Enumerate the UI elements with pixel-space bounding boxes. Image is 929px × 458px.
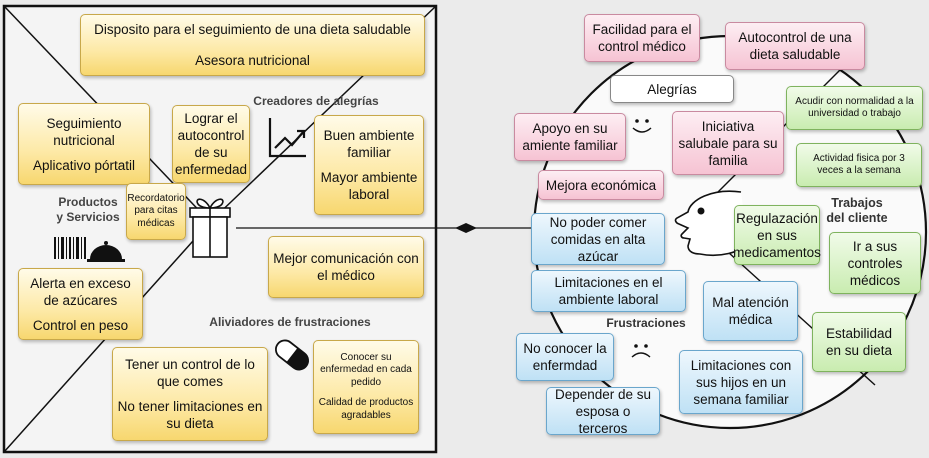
note-environment: Buen ambiente familiar Mayor ambiente la… xyxy=(314,115,424,215)
barcode-icon xyxy=(54,237,86,259)
note-tracking-line2: Aplicativo pórtatil xyxy=(32,157,136,173)
note-device-line1: Disposito para el seguimiento de una die… xyxy=(94,22,411,37)
sad-icon xyxy=(631,344,651,358)
note-tracking-line1: Seguimiento nutricional xyxy=(46,115,122,148)
note-sugar-line2: Control en peso xyxy=(32,317,129,333)
note-regulation: Regulazación en sus medicamentos xyxy=(733,205,821,265)
note-unknown: No conocer la enfermdad xyxy=(516,333,614,381)
note-environment-line1: Buen ambiente familiar xyxy=(323,128,415,160)
note-facility: Facilidad para el control médico xyxy=(584,14,700,62)
note-control-line2: No tener limitaciones en su dieta xyxy=(117,399,263,431)
note-tracking: Seguimiento nutricional Aplicativo pórta… xyxy=(18,103,150,185)
note-attention: Mal atención médica xyxy=(703,281,798,341)
note-support: Apoyo en su amiente familiar xyxy=(514,113,626,161)
note-activity: Actividad fisica por 3 veces a la semana xyxy=(796,143,922,187)
heading-pain-relievers: Aliviadores de frustraciones xyxy=(209,315,371,329)
note-children: Limitaciones con sus hijos en un semana … xyxy=(679,350,803,414)
note-device: Disposito para el seguimiento de una die… xyxy=(80,14,425,76)
note-communication: Mejor comunicación con el médico xyxy=(268,236,424,298)
note-visits: Ir a sus controles médicos xyxy=(829,232,921,294)
smile-icon xyxy=(632,119,652,133)
heading-gains: Alegrías xyxy=(610,75,734,103)
note-control-line1: Tener un control de lo que comes xyxy=(125,357,255,389)
note-sugar-line1: Alerta en exceso de azúcares xyxy=(30,275,131,308)
heading-gain-creators: Creadores de alegrías xyxy=(253,94,379,108)
note-sugar: Alerta en exceso de azúcares Control en … xyxy=(18,268,143,340)
note-achieve: Lograr el autocontrol de su enfermedad xyxy=(172,105,250,183)
heading-jobs: Trabajos del cliente xyxy=(826,196,888,225)
note-control: Tener un control de lo que comes No tene… xyxy=(112,347,268,441)
service-bell-icon xyxy=(87,241,125,262)
arrow-right-head xyxy=(466,223,477,233)
note-reminder: Recordatorio para citas médicas xyxy=(126,183,186,240)
heading-products: Productos y Servicios xyxy=(56,195,120,224)
note-economic: Mejora económica xyxy=(538,170,664,200)
note-illness-line2: Calidad de productos agradables xyxy=(318,397,414,421)
note-environment-line2: Mayor ambiente laboral xyxy=(320,170,418,202)
note-work: Limitaciones en el ambiente laboral xyxy=(531,270,686,312)
note-illness: Conocer su enfermedad en cada pedido Cal… xyxy=(313,340,419,434)
note-attend: Acudir con normalidad a la universidad o… xyxy=(786,86,923,130)
note-stability: Estabilidad en su dieta xyxy=(812,312,906,372)
note-eat: No poder comer comidas en alta azúcar xyxy=(531,213,665,265)
chart-growth-icon xyxy=(268,118,306,158)
note-depend: Depender de su esposa o terceros xyxy=(546,387,660,436)
note-selfcontrol: Autocontrol de una dieta saludable xyxy=(725,22,865,70)
arrow-left-head xyxy=(455,223,466,233)
heading-pains: Frustraciones xyxy=(606,316,686,330)
gift-icon xyxy=(189,198,231,258)
pill-icon xyxy=(275,339,309,371)
note-illness-line1: Conocer su enfermedad en cada pedido xyxy=(320,351,412,388)
note-initiative: Iniciativa salubale para su familia xyxy=(672,111,784,175)
note-device-line2: Asesora nutricional xyxy=(195,53,310,68)
face-icon xyxy=(674,190,749,257)
